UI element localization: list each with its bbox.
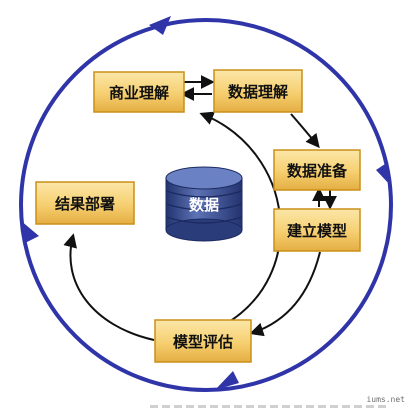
- node-evaluation: 模型评估: [154, 319, 252, 363]
- arrow-evaluation-to-deployment: [63, 233, 155, 341]
- node-evaluation-label: 模型评估: [173, 333, 233, 351]
- node-modeling-label: 建立模型: [287, 222, 347, 240]
- bottom-caption-artifact: [150, 405, 390, 408]
- node-data-understanding: 数据理解: [213, 69, 303, 113]
- node-data-understanding-label: 数据理解: [228, 83, 288, 101]
- ring-arrow-left: [20, 220, 39, 243]
- arrow-data-understanding-to-preparation: [290, 113, 320, 149]
- node-business-understanding-label: 商业理解: [109, 84, 169, 102]
- ring-arrow-top: [149, 16, 171, 35]
- database-label: 数据: [189, 196, 219, 214]
- node-deployment-label: 结果部署: [55, 195, 115, 213]
- ring-arrow-right: [376, 162, 391, 186]
- node-deployment: 结果部署: [35, 181, 135, 225]
- watermark-text: iums.net: [366, 395, 405, 404]
- database-cylinder: 数据: [165, 166, 243, 242]
- node-business-understanding: 商业理解: [93, 71, 185, 113]
- node-modeling: 建立模型: [273, 208, 361, 252]
- ring-arrow-bottom: [215, 371, 239, 390]
- node-data-preparation-label: 数据准备: [287, 162, 348, 180]
- node-data-preparation: 数据准备: [273, 149, 361, 191]
- outer-cycle-ring: [19, 18, 393, 392]
- arrow-modeling-to-evaluation: [249, 251, 321, 337]
